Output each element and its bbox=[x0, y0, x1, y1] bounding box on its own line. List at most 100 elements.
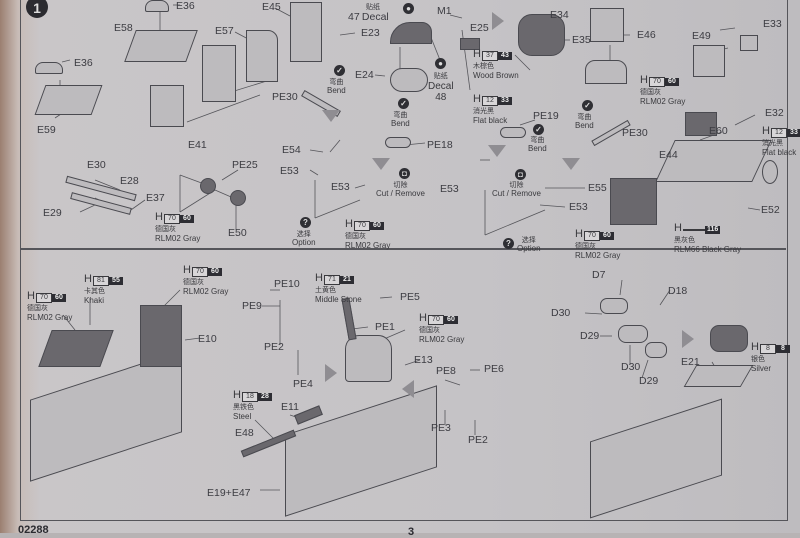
cut-icon: ◘ bbox=[515, 169, 526, 180]
part-label: E53 bbox=[331, 181, 350, 193]
part-label: PE3 bbox=[431, 422, 451, 434]
flow-arrow-right bbox=[492, 12, 504, 30]
bend-icon: ✓ bbox=[334, 65, 345, 76]
part-label: E53 bbox=[440, 183, 459, 195]
part-wheel-drawing bbox=[762, 160, 778, 184]
part-e60-drawing bbox=[685, 112, 717, 136]
bend-icon: ✓ bbox=[398, 98, 409, 109]
part-d30-drawing bbox=[600, 298, 628, 314]
decal-number: 47 bbox=[348, 10, 360, 23]
part-label: E44 bbox=[659, 149, 678, 161]
part-label: M1 bbox=[437, 5, 452, 17]
part-pe19-drawing bbox=[500, 127, 526, 138]
part-label: E21 bbox=[681, 356, 700, 368]
part-label: D29 bbox=[580, 330, 600, 342]
part-d29-assembly-drawing bbox=[618, 325, 648, 343]
part-label: PE30 bbox=[272, 91, 298, 103]
part-label: E57 bbox=[215, 25, 234, 37]
part-frame-a bbox=[150, 85, 184, 127]
part-label: E36 bbox=[176, 0, 195, 12]
part-seat-painted bbox=[518, 14, 565, 56]
part-label: E25 bbox=[470, 22, 489, 34]
part-label: E10 bbox=[198, 333, 217, 345]
part-label: E41 bbox=[188, 139, 207, 151]
decal-48-callout: 贴纸 Decal 48 bbox=[428, 73, 454, 103]
part-label: PE10 bbox=[274, 278, 300, 290]
part-label: PE9 bbox=[242, 300, 262, 312]
flow-arrow-left bbox=[402, 380, 414, 398]
flow-arrow-right bbox=[682, 330, 694, 348]
part-e58-drawing bbox=[124, 30, 198, 62]
page-number: 3 bbox=[408, 526, 415, 538]
part-label: E48 bbox=[235, 427, 254, 439]
part-label: PE1 bbox=[375, 321, 395, 333]
part-label: D18 bbox=[668, 285, 688, 297]
part-label: E34 bbox=[550, 9, 569, 21]
part-label: D7 bbox=[592, 269, 606, 281]
part-label: E11 bbox=[281, 401, 299, 413]
part-label: E33 bbox=[763, 18, 782, 30]
part-label: E19+E47 bbox=[207, 487, 251, 499]
part-label: E58 bbox=[114, 22, 133, 34]
part-e57-drawing bbox=[246, 30, 278, 82]
option-icon: ? bbox=[300, 217, 311, 228]
part-e24-drawing bbox=[390, 68, 428, 92]
part-e44-floor-drawing bbox=[655, 140, 772, 182]
part-e36b-drawing bbox=[35, 62, 63, 74]
part-bulkhead-drawing bbox=[610, 178, 657, 225]
flow-arrow-down bbox=[322, 110, 340, 122]
decal-47-callout: 贴纸 47 Decal bbox=[348, 4, 389, 23]
part-label: E52 bbox=[761, 204, 780, 216]
flow-arrow-right bbox=[325, 364, 337, 382]
part-label: E13 bbox=[414, 354, 433, 366]
part-e59-drawing bbox=[34, 85, 103, 115]
decal-number: 48 bbox=[435, 91, 447, 103]
part-label: E45 bbox=[262, 1, 281, 13]
flow-arrow-down bbox=[488, 145, 506, 157]
part-label: E36 bbox=[74, 57, 93, 69]
part-label: E24 bbox=[355, 69, 374, 81]
part-label: E29 bbox=[43, 207, 62, 219]
part-e10-drawing bbox=[140, 305, 182, 367]
option-icon: ? bbox=[503, 238, 514, 249]
part-label: E55 bbox=[588, 182, 607, 194]
part-label: E28 bbox=[120, 175, 139, 187]
part-e13-seat-drawing bbox=[345, 335, 392, 382]
bend-icon: ✓ bbox=[533, 124, 544, 135]
part-label: PE2 bbox=[468, 434, 488, 446]
part-pe18-drawing bbox=[385, 137, 411, 148]
part-e50-drawing bbox=[230, 190, 246, 206]
part-label: PE4 bbox=[293, 378, 313, 390]
part-label: E53 bbox=[569, 201, 588, 213]
part-e45-drawing bbox=[290, 2, 322, 62]
page-frame bbox=[20, 0, 788, 521]
part-label: D30 bbox=[551, 307, 571, 319]
part-label: PE5 bbox=[400, 291, 420, 303]
part-e49-drawing bbox=[693, 45, 725, 77]
part-pe25-drawing bbox=[200, 178, 216, 194]
section-divider bbox=[20, 248, 786, 250]
part-label: PE25 bbox=[232, 159, 258, 171]
part-e25-drawing bbox=[460, 38, 480, 50]
part-label: D29 bbox=[639, 375, 659, 387]
flow-arrow-down bbox=[372, 158, 390, 170]
